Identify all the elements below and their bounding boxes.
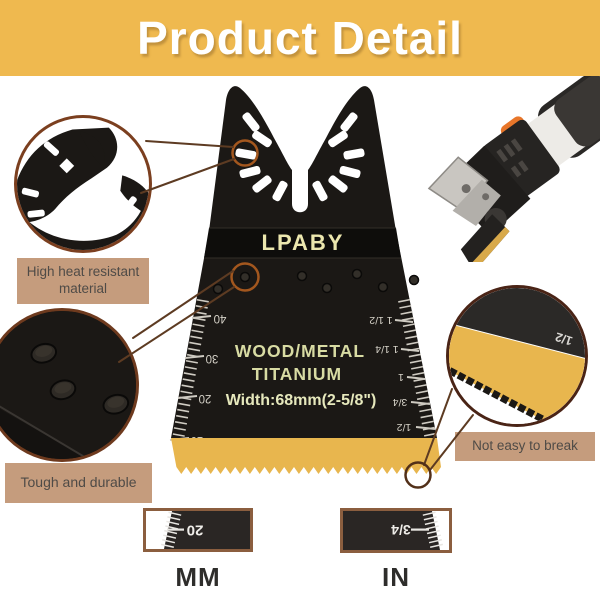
inch-scale: 1 1/2 1 1/4 1 3/4 1/2: [369, 298, 438, 447]
zoom-circle-teeth: 1/2: [446, 285, 588, 427]
zoom-circle-rivets: [0, 308, 139, 462]
blade-material: WOOD/METAL: [235, 341, 365, 361]
label-tough-durable: Tough and durable: [5, 463, 152, 503]
zoom-circle-mount: [14, 115, 152, 253]
teeth-zoom-art: 1/2: [449, 288, 585, 424]
blade-width-spec: Width:68mm(2-5/8"): [226, 392, 377, 409]
blade-coating: TITANIUM: [252, 364, 342, 384]
inch-ruler-zoom-box: 3/4: [340, 508, 452, 553]
svg-text:30: 30: [206, 352, 219, 364]
blade-brand: LPABY: [262, 230, 345, 255]
inch-zoom-value: 3/4: [391, 522, 411, 538]
teeth-zoom-scale-value: 1/2: [554, 330, 575, 348]
mm-ruler-zoom-box: 20: [143, 508, 253, 552]
mm-zoom-value: 20: [187, 522, 204, 539]
blade-body: [171, 86, 437, 439]
page-title: Product Detail: [137, 12, 463, 64]
svg-text:1/2: 1/2: [397, 421, 412, 433]
inch-unit-label: IN: [382, 562, 410, 592]
svg-text:40: 40: [214, 312, 227, 324]
svg-text:1 1/2: 1 1/2: [369, 314, 393, 326]
label-high-heat: High heat resistant material: [17, 258, 149, 304]
svg-text:1 1/4: 1 1/4: [375, 343, 399, 355]
multitool-photo: [427, 76, 600, 262]
svg-text:20: 20: [199, 392, 212, 404]
inch-ruler-zoom-art: 3/4: [391, 511, 449, 550]
mount-slots: [235, 112, 365, 202]
tool-attached-blade: [460, 214, 510, 262]
mount-zoom-art: [17, 127, 149, 250]
callout-ring-slot: [231, 139, 259, 167]
svg-text:3/4: 3/4: [393, 396, 408, 408]
title-banner: Product Detail: [0, 0, 600, 76]
saw-blade: LPABY WOOD/METAL TITANIUM Width:68mm(2-5…: [169, 86, 441, 474]
mm-unit-label: MM: [175, 562, 221, 592]
rivets-zoom-art: [0, 311, 136, 459]
mm-ruler-zoom-art: 20: [146, 511, 204, 549]
label-not-easy-break: Not easy to break: [455, 432, 595, 461]
svg-text:1: 1: [398, 371, 404, 383]
blade-teeth-edge: [171, 438, 441, 474]
